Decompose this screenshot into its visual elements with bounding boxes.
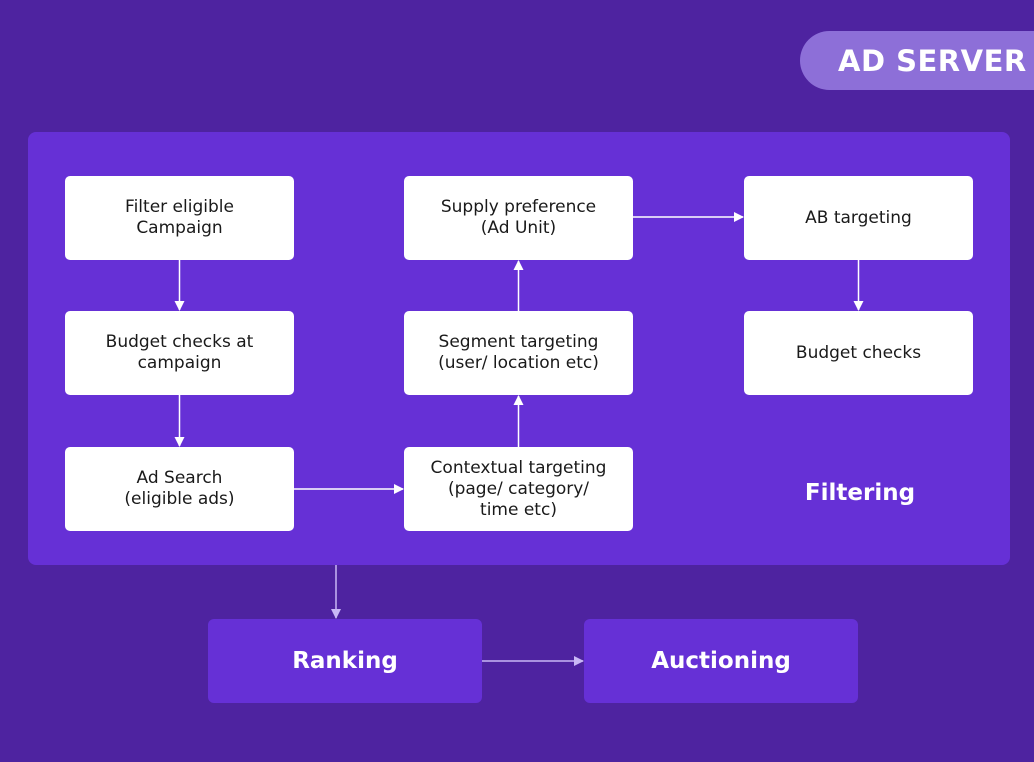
stage-auctioning: Auctioning	[584, 619, 858, 703]
node-label: Budget checks	[795, 342, 922, 363]
stage-ranking: Ranking	[208, 619, 482, 703]
node-label: Segment targeting (user/ location etc)	[438, 332, 599, 373]
node-label: Contextual targeting (page/ category/ ti…	[430, 457, 607, 520]
node-ab-targeting: AB targeting	[744, 176, 973, 260]
stage-label: Auctioning	[651, 648, 791, 674]
node-label: AB targeting	[805, 207, 912, 228]
node-budget-checks-campaign: Budget checks at campaign	[65, 311, 294, 395]
node-supply-preference: Supply preference (Ad Unit)	[404, 176, 633, 260]
filtering-label: Filtering	[804, 480, 916, 506]
node-contextual-targeting: Contextual targeting (page/ category/ ti…	[404, 447, 633, 531]
node-segment-targeting: Segment targeting (user/ location etc)	[404, 311, 633, 395]
ad-server-badge: AD SERVER	[800, 31, 1034, 90]
node-label: Ad Search (eligible ads)	[124, 468, 235, 509]
node-label: Supply preference (Ad Unit)	[440, 197, 597, 238]
stage-label: Ranking	[292, 648, 398, 674]
node-ad-search: Ad Search (eligible ads)	[65, 447, 294, 531]
node-budget-checks: Budget checks	[744, 311, 973, 395]
node-filter-eligible-campaign: Filter eligible Campaign	[65, 176, 294, 260]
node-label: Budget checks at campaign	[105, 332, 254, 373]
node-label: Filter eligible Campaign	[125, 197, 234, 238]
